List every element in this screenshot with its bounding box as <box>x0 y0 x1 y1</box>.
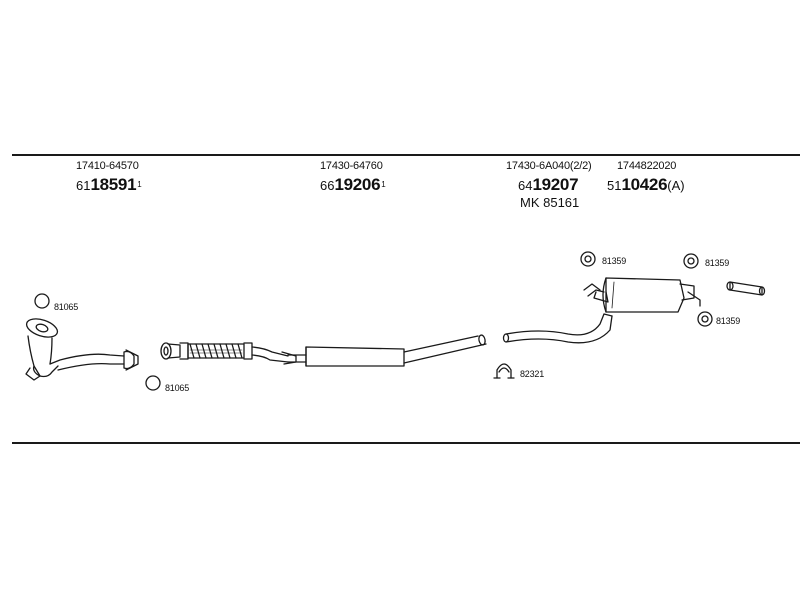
ref-main: 10426 <box>621 175 668 194</box>
clamp-icon <box>493 363 515 379</box>
gasket-top-label: 81065 <box>54 302 79 312</box>
ref-main: 19206 <box>334 175 381 194</box>
gasket-bottom-label: 81065 <box>165 383 190 393</box>
rubber-mount-3-label: 81359 <box>716 316 741 326</box>
part-number-tail-pipe: 1744822020 <box>617 160 677 172</box>
gasket-top-icon <box>34 293 50 309</box>
gasket-bottom-icon <box>145 375 161 391</box>
rubber-mount-1-label: 81359 <box>602 256 627 266</box>
tail-pipe-icon <box>726 281 766 296</box>
part-number-rear-muffler: 17430-6A040(2/2) <box>506 160 592 172</box>
ref-number-rear-muffler: 6419207 <box>518 175 579 196</box>
part-number-front-pipe: 17410-64570 <box>76 160 139 172</box>
ref-main: 19207 <box>532 175 579 194</box>
ref-sup: 1 <box>137 180 142 189</box>
ref-suffix: (A) <box>667 178 685 193</box>
part-number-center-pipe: 17430-64760 <box>320 160 383 172</box>
rubber-mount-2-icon <box>683 253 699 269</box>
ref-prefix: 64 <box>518 178 533 193</box>
ref-prefix: 61 <box>76 178 91 193</box>
ref-prefix: 66 <box>320 178 335 193</box>
front-pipe-icon <box>25 318 139 381</box>
bottom-divider <box>12 442 800 444</box>
ref-number-front-pipe: 61185911 <box>76 175 142 196</box>
rubber-mount-2-label: 81359 <box>705 258 730 268</box>
ref-main: 18591 <box>90 175 137 194</box>
ref-number-tail-pipe: 5110426(A) <box>607 175 685 196</box>
center-pipe-icon <box>160 334 487 367</box>
rear-muffler-icon <box>502 277 701 344</box>
rubber-mount-1-icon <box>580 251 596 267</box>
ref-sup: 1 <box>381 180 386 189</box>
top-divider <box>12 154 800 156</box>
ref-prefix: 51 <box>607 178 622 193</box>
mk-note: MK 85161 <box>520 195 580 210</box>
clamp-label: 82321 <box>520 369 545 379</box>
rubber-mount-3-icon <box>697 311 713 327</box>
ref-number-center-pipe: 66192061 <box>320 175 386 196</box>
